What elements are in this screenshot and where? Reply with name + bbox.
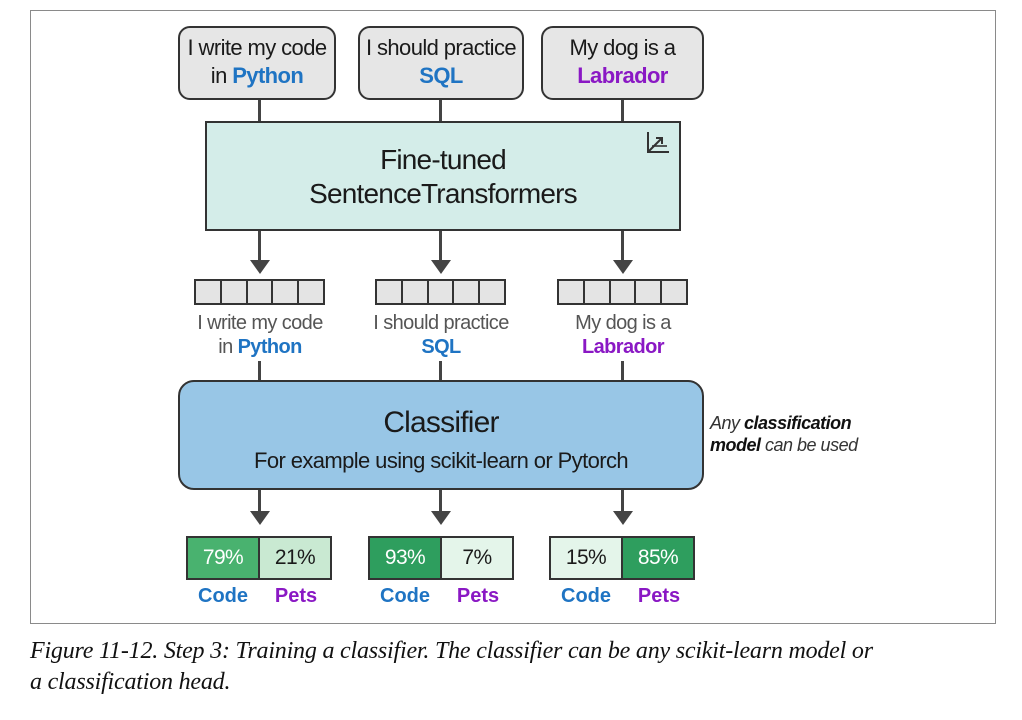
arrow-head xyxy=(430,511,451,525)
arrow-head xyxy=(430,260,451,274)
output-probabilities-labrador: 15% 85% xyxy=(549,536,695,580)
classifier-box: Classifier For example using scikit-lear… xyxy=(178,380,704,490)
class-label-pets: Pets xyxy=(637,585,681,607)
caption-line2: a classification head. xyxy=(30,669,231,695)
keyword-sql: SQL xyxy=(419,63,463,88)
model-title-line1: Fine-tuned xyxy=(380,144,507,175)
embedding-vector-python xyxy=(194,279,325,305)
connector-line xyxy=(439,100,442,122)
prob-code: 93% xyxy=(370,538,440,578)
input-text-line1: I write my code xyxy=(187,35,328,60)
class-label-code: Code xyxy=(380,585,430,607)
classifier-subtitle: For example using scikit-learn or Pytorc… xyxy=(254,448,629,473)
class-label-pets: Pets xyxy=(456,585,500,607)
embedding-vector-sql xyxy=(375,279,506,305)
arrow-head xyxy=(612,511,633,525)
embedding-vector-labrador xyxy=(557,279,688,305)
figure-caption: Figure 11-12. Step 3: Training a classif… xyxy=(30,636,1000,698)
keyword-python: Python xyxy=(232,63,304,88)
input-text-line2: in Python xyxy=(210,63,304,88)
class-label-code: Code xyxy=(198,585,248,607)
output-probabilities-python: 79% 21% xyxy=(186,536,332,580)
figure-frame xyxy=(30,10,996,624)
prob-code: 79% xyxy=(188,538,258,578)
input-box-sql: I should practice SQL xyxy=(358,26,524,100)
connector-line xyxy=(439,361,442,381)
embedding-label-sql: I should practice SQL xyxy=(373,312,509,358)
prob-pets: 21% xyxy=(258,538,330,578)
embedding-label-python: I write my code in Python xyxy=(197,312,323,358)
output-probabilities-sql: 93% 7% xyxy=(368,536,514,580)
classifier-note: Any classification model can be used xyxy=(710,413,858,455)
prob-code: 15% xyxy=(551,538,621,578)
keyword-labrador: Labrador xyxy=(577,63,668,88)
classifier-title: Classifier xyxy=(383,406,499,439)
prob-pets: 85% xyxy=(621,538,693,578)
input-box-labrador: My dog is a Labrador xyxy=(541,26,704,100)
arrow-shaft xyxy=(621,490,624,512)
connector-line xyxy=(258,100,261,122)
input-text-line2: SQL xyxy=(360,62,522,90)
input-box-python: I write my code in Python xyxy=(178,26,336,100)
arrow-shaft xyxy=(439,231,442,261)
input-text-line2: Labrador xyxy=(543,62,702,90)
connector-line xyxy=(621,361,624,381)
model-title-line2: SentenceTransformers xyxy=(309,178,578,209)
sentence-transformer-model: Fine-tuned SentenceTransformers xyxy=(205,121,681,231)
arrow-shaft xyxy=(258,231,261,261)
arrow-head xyxy=(612,260,633,274)
connector-line xyxy=(258,361,261,381)
input-text-line1: I should practice xyxy=(366,35,517,60)
class-label-code: Code xyxy=(561,585,611,607)
arrow-shaft xyxy=(439,490,442,512)
arrow-shaft xyxy=(258,490,261,512)
embedding-label-labrador: My dog is a Labrador xyxy=(575,312,671,358)
connector-line xyxy=(621,100,624,122)
training-chart-icon xyxy=(647,132,669,153)
arrow-shaft xyxy=(621,231,624,261)
class-label-pets: Pets xyxy=(274,585,318,607)
prob-pets: 7% xyxy=(440,538,512,578)
arrow-head xyxy=(249,260,270,274)
caption-line1: Figure 11-12. Step 3: Training a classif… xyxy=(30,638,873,664)
arrow-head xyxy=(249,511,270,525)
input-text-line1: My dog is a xyxy=(569,35,677,60)
